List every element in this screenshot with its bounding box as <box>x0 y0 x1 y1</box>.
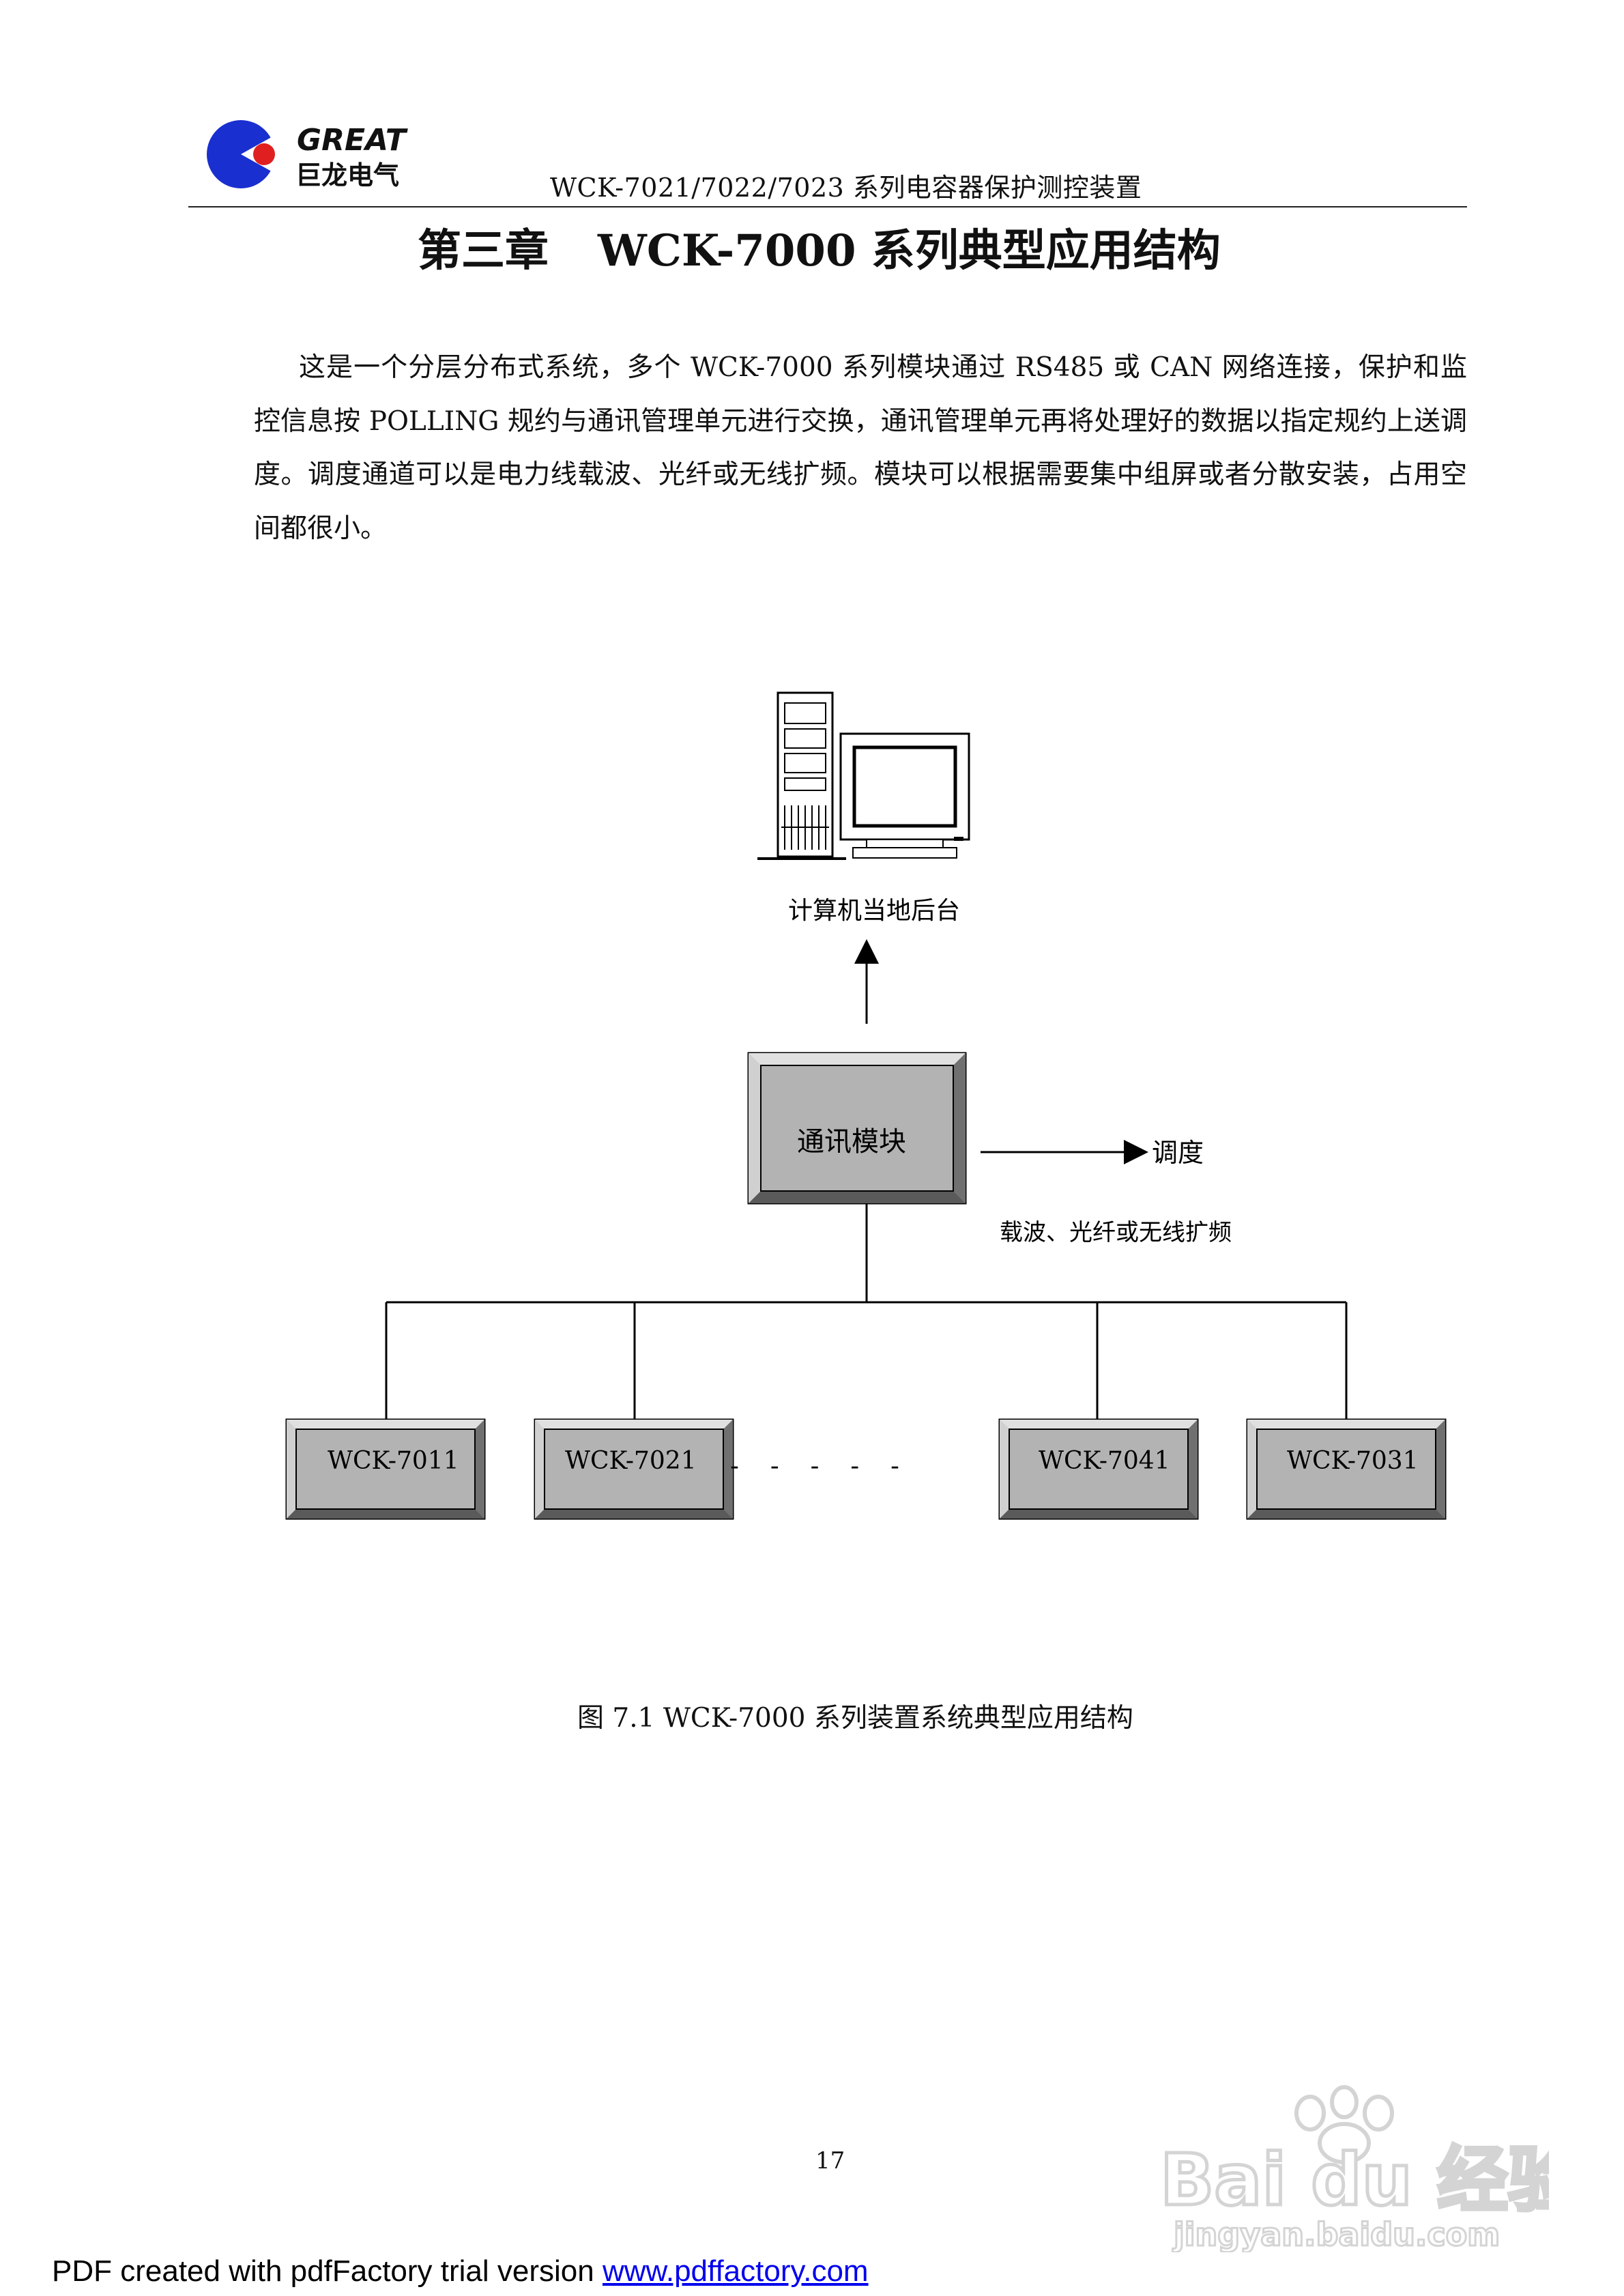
computer-label: 计算机当地后台 <box>788 897 960 925</box>
bus-lines <box>385 1203 1348 1420</box>
comm-module-label: 通讯模块 <box>797 1126 906 1158</box>
chapter-title: 第三章 WCK-7000 系列典型应用结构 <box>418 216 1221 278</box>
module-box-7041 <box>998 1418 1199 1520</box>
channel-label: 载波、光纤或无线扩频 <box>1000 1219 1232 1246</box>
comm-module-box <box>747 1052 967 1205</box>
figure-caption: 图 7.1 WCK-7000 系列装置系统典型应用结构 <box>577 1703 1133 1734</box>
baidu-watermark: Bai du 经验 jingyan.baidu.com <box>1159 2085 1549 2252</box>
computer-icon <box>757 691 970 860</box>
watermark-url: jingyan.baidu.com <box>1172 2216 1500 2252</box>
header-title: WCK-7021/7022/7023 系列电容器保护测控装置 <box>550 173 1142 203</box>
chapter-name: WCK-7000 系列典型应用结构 <box>598 225 1221 276</box>
dispatch-label: 调度 <box>1152 1138 1204 1168</box>
logo-text-en: GREAT <box>297 123 408 158</box>
logo-red-dot <box>253 143 275 165</box>
module-label-7041: WCK-7041 <box>1039 1447 1170 1475</box>
module-label-7011: WCK-7011 <box>328 1447 459 1475</box>
module-box-7021 <box>534 1418 734 1520</box>
pdf-notice: PDF created with pdfFactory trial versio… <box>52 2254 869 2288</box>
module-label-7031: WCK-7031 <box>1287 1447 1419 1475</box>
pdf-notice-text: PDF created with pdfFactory trial versio… <box>52 2254 603 2288</box>
body-paragraph: 这是一个分层分布式系统，多个 WCK-7000 系列模块通过 RS485 或 C… <box>254 352 1467 544</box>
watermark-brand: Bai du 经验 <box>1160 2138 1549 2222</box>
company-logo: GREAT 巨龙电气 <box>207 120 408 190</box>
chapter-number: 第三章 <box>418 225 549 276</box>
module-box-7011 <box>285 1418 486 1520</box>
module-ellipsis: - - - - - <box>730 1452 899 1480</box>
header-divider <box>188 206 1467 207</box>
pdffactory-link[interactable]: www.pdffactory.com <box>602 2254 869 2288</box>
logo-text-cn: 巨龙电气 <box>295 160 399 190</box>
module-box-7031 <box>1246 1418 1447 1520</box>
module-label-7021: WCK-7021 <box>565 1447 697 1475</box>
page-number: 17 <box>815 2147 845 2175</box>
paw-icon <box>1294 2085 1394 2164</box>
